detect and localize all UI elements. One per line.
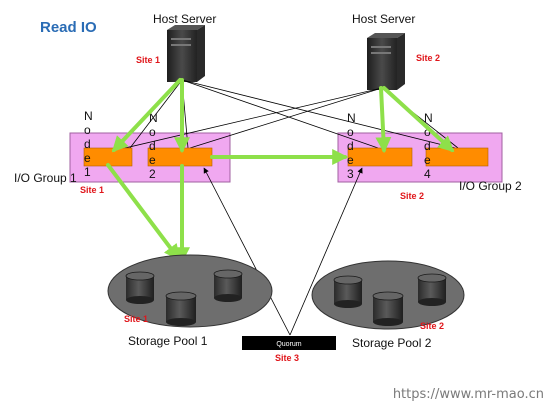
- host-node-connections: [124, 79, 459, 149]
- host-server-left: Host Server Site 1: [136, 12, 216, 82]
- server-icon: [167, 25, 205, 82]
- svg-text:d: d: [347, 139, 354, 153]
- svg-text:4: 4: [424, 167, 431, 181]
- storage-pool-1: [107, 254, 273, 328]
- quorum-connections: [203, 167, 363, 336]
- read-paths: [106, 78, 455, 264]
- svg-text:e: e: [424, 153, 431, 167]
- svg-text:N: N: [84, 109, 93, 123]
- svg-text:N: N: [149, 111, 158, 125]
- read-path-node1-pool1: [106, 163, 180, 261]
- node-4-label: N o d e 4: [424, 111, 433, 181]
- quorum-label: Quorum: [276, 341, 301, 348]
- host-server-right-site: Site 2: [416, 53, 440, 63]
- svg-text:e: e: [84, 151, 91, 165]
- svg-text:e: e: [347, 153, 354, 167]
- read-path-host1-node1: [111, 78, 182, 153]
- svg-text:o: o: [347, 125, 354, 139]
- read-path-host2-node4: [382, 86, 455, 153]
- svg-text:o: o: [149, 125, 156, 139]
- disk-icon: [417, 273, 447, 306]
- quorum-site: Site 3: [275, 353, 299, 363]
- disk-icon: [165, 291, 197, 326]
- node-1-label: N o d e 1: [84, 109, 93, 179]
- watermark-url: https://www.mr-mao.cn: [393, 387, 544, 402]
- pool-2-label: Storage Pool 2: [352, 336, 432, 350]
- svg-text:d: d: [424, 139, 431, 153]
- node-2-cache: [147, 147, 213, 167]
- svg-text:1: 1: [84, 165, 91, 179]
- svg-text:e: e: [149, 153, 156, 167]
- disk-icon: [213, 269, 243, 302]
- svg-text:d: d: [84, 137, 91, 151]
- pool-1-label: Storage Pool 1: [128, 334, 208, 348]
- io-group-2-site: Site 2: [400, 191, 424, 201]
- host-server-right-label: Host Server: [352, 12, 415, 26]
- disk-icon: [372, 291, 404, 326]
- pool-1-site: Site 1: [124, 314, 148, 324]
- svg-text:N: N: [424, 111, 433, 125]
- host-server-left-label: Host Server: [153, 12, 216, 26]
- node-4-cache: [425, 147, 489, 167]
- io-group-1-label: I/O Group 1: [14, 171, 77, 185]
- node-3-label: N o d e 3: [347, 111, 356, 181]
- svg-text:3: 3: [347, 167, 354, 181]
- svg-text:o: o: [84, 123, 91, 137]
- svg-text:o: o: [424, 125, 431, 139]
- svg-text:N: N: [347, 111, 356, 125]
- io-group-1-site: Site 1: [80, 185, 104, 195]
- page-title: Read IO: [40, 19, 97, 36]
- disk-icon: [333, 275, 363, 308]
- storage-pool-2: [311, 260, 465, 330]
- server-icon: [367, 33, 405, 90]
- read-path-host2-node3: [375, 86, 392, 154]
- quorum-disk: Quorum: [242, 336, 336, 350]
- host-server-right: Host Server Site 2: [352, 12, 440, 90]
- disk-icon: [125, 271, 155, 304]
- node-2-label: N o d e 2: [149, 111, 158, 181]
- io-group-2-label: I/O Group 2: [459, 179, 522, 193]
- svg-text:2: 2: [149, 167, 156, 181]
- host-server-left-site: Site 1: [136, 55, 160, 65]
- svg-text:d: d: [149, 139, 156, 153]
- pool-2-site: Site 2: [420, 321, 444, 331]
- node-3-cache: [347, 147, 413, 167]
